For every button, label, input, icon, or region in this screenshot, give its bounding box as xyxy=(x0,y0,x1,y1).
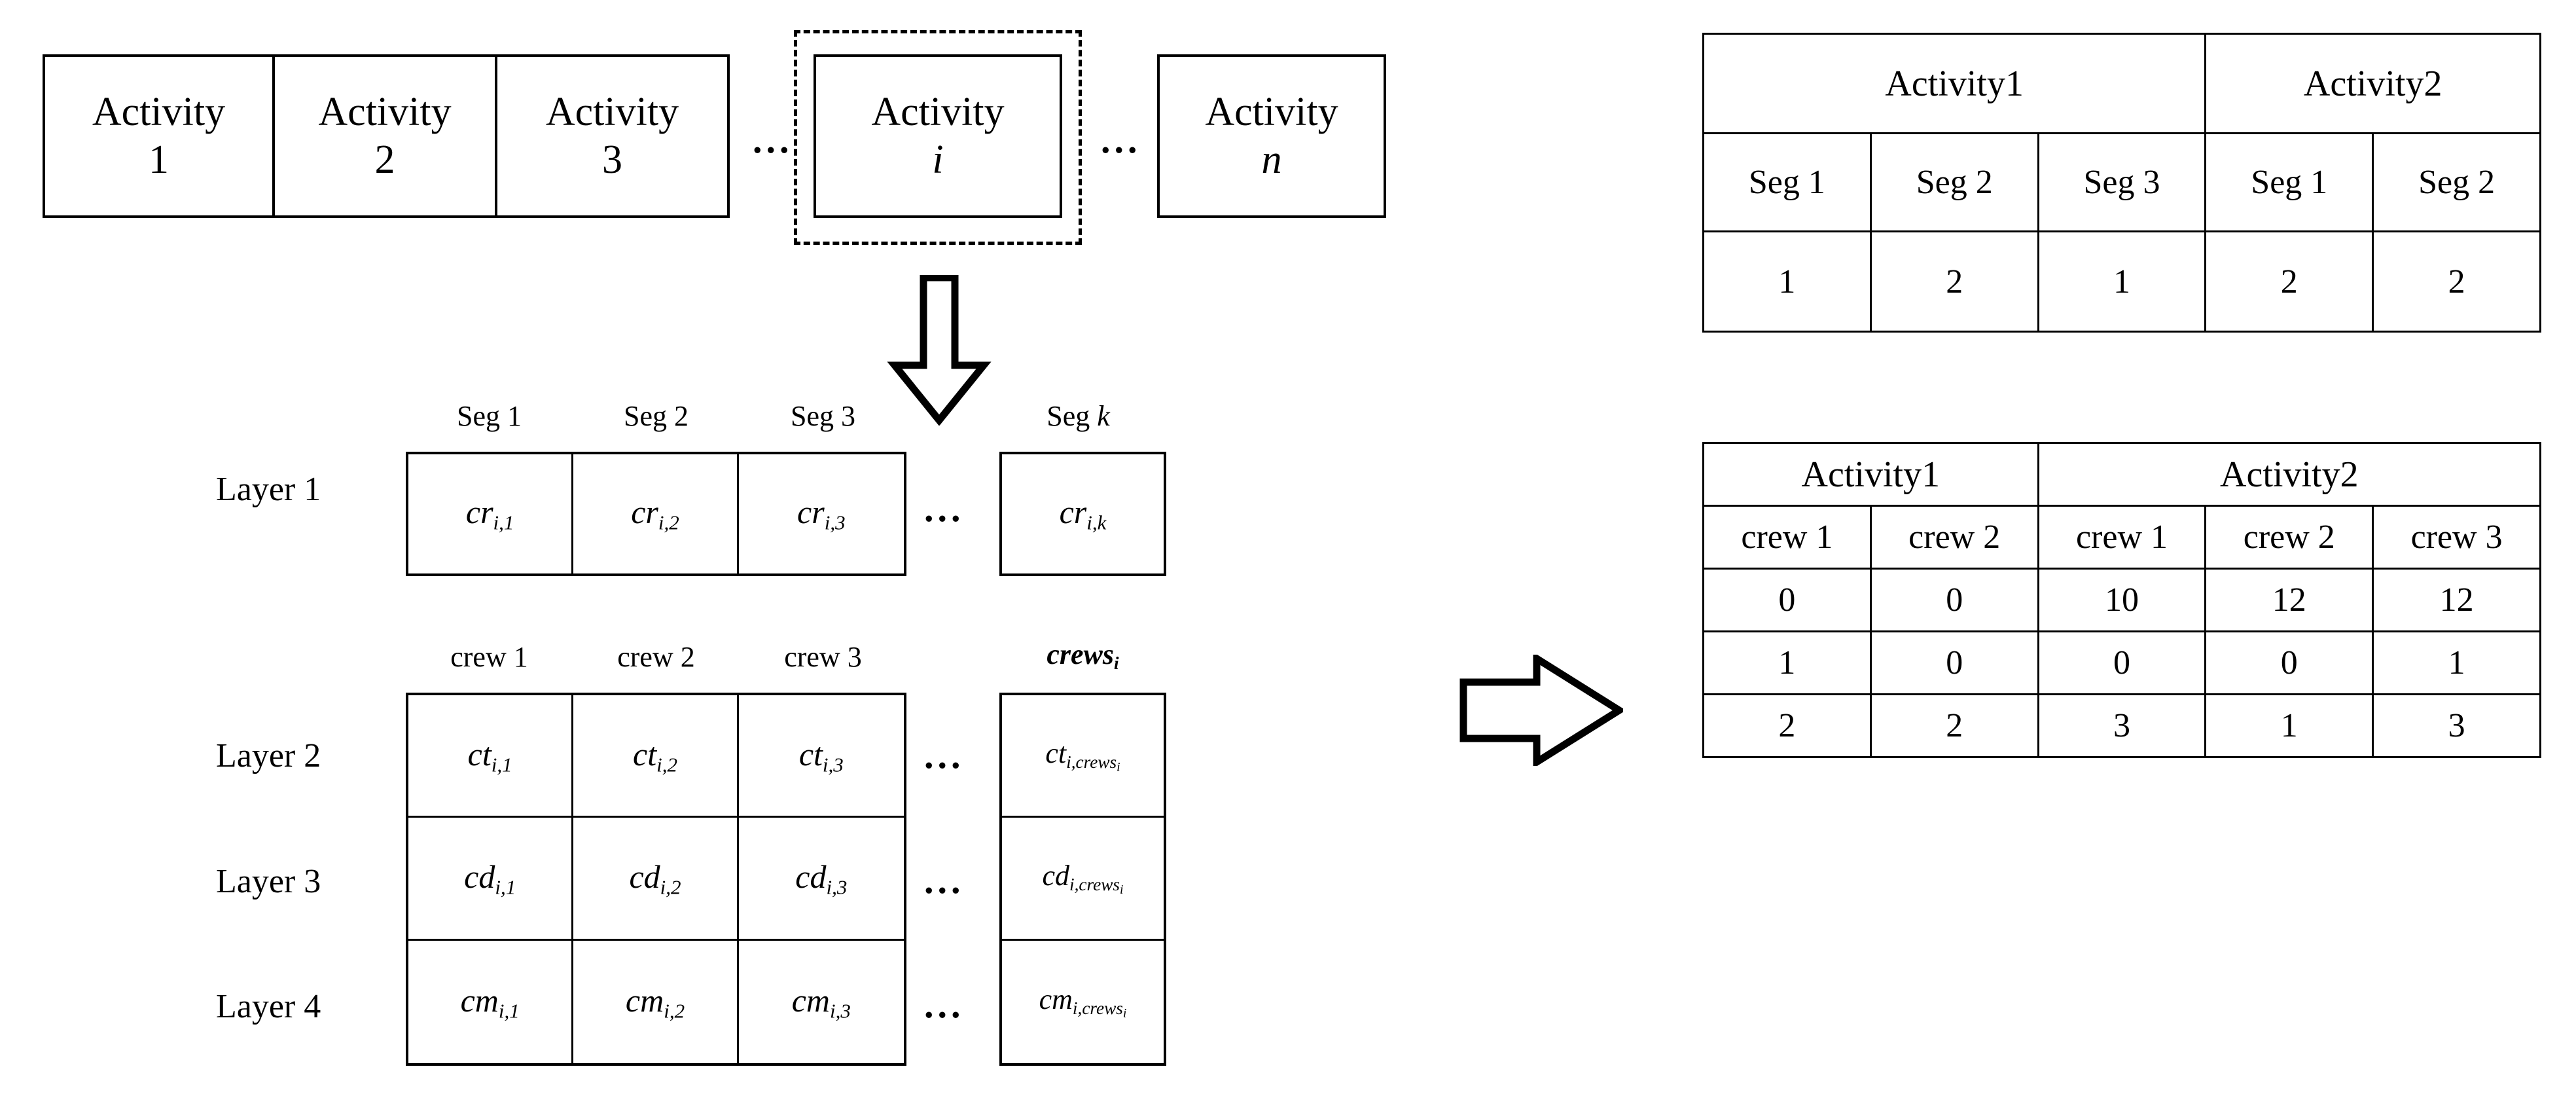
activity-chain-ellipsis-2: ... xyxy=(1101,118,1141,161)
table-bottom-r2-c3: 1 xyxy=(2204,693,2374,758)
activity-box-i: Activity i xyxy=(814,54,1062,218)
table-top: Activity1 Activity2 Seg 1 Seg 2 Seg 3 Se… xyxy=(1702,33,2541,333)
activity-box-n-text: Activity n xyxy=(1205,89,1338,182)
layer2-cell-3: cti,3 xyxy=(738,695,904,818)
activity-box-3-text: Activity 3 xyxy=(545,89,679,182)
activity-box-2: Activity 2 xyxy=(275,54,497,218)
activity-box-n: Activity n xyxy=(1157,54,1386,218)
table-bottom-group-activity1: Activity1 xyxy=(1702,442,2039,507)
layer1-label: Layer 1 xyxy=(216,471,321,508)
activity-chain-ellipsis-1: ... xyxy=(753,118,793,161)
layer2-cell-2: cti,2 xyxy=(573,695,739,818)
down-arrow xyxy=(887,274,992,426)
layer3-cell-3: cdi,3 xyxy=(738,818,904,941)
table-row: 2 2 3 1 3 xyxy=(1702,693,2541,758)
table-bottom-r1-c4: 1 xyxy=(2372,630,2541,695)
table-bottom-r1-c0: 1 xyxy=(1702,630,1872,695)
table-top-col-3: Seg 1 xyxy=(2204,132,2374,232)
table-bottom-col-4: crew 3 xyxy=(2372,505,2541,570)
layer1-cell-3: cri,3 xyxy=(797,494,846,534)
layer2-ellipsis: ... xyxy=(924,734,965,776)
layer1-ellipsis: ... xyxy=(924,487,965,530)
table-bottom-r0-c2: 10 xyxy=(2037,568,2207,632)
table-bottom-r0-c1: 0 xyxy=(1869,568,2039,632)
table-top-group-row: Activity1 Activity2 xyxy=(1702,33,2541,134)
table-row: 1 0 0 0 1 xyxy=(1702,630,2541,695)
table-bottom-r0-c0: 0 xyxy=(1702,568,1872,632)
layer234-grid-last: cti,crewsi cdi,crewsi cmi,crewsi xyxy=(999,693,1166,1066)
table-top-value-row: 1 2 1 2 2 xyxy=(1702,230,2541,333)
down-arrow-icon xyxy=(887,274,992,426)
layer234-header-crew2: crew 2 xyxy=(617,641,695,673)
table-top-col-1: Seg 2 xyxy=(1869,132,2039,232)
table-top-col-0: Seg 1 xyxy=(1702,132,1872,232)
layer3-cell-1: cdi,1 xyxy=(408,818,574,941)
table-bottom-r1-c1: 0 xyxy=(1869,630,2039,695)
right-arrow xyxy=(1459,652,1626,769)
table-top-value-1: 2 xyxy=(1869,230,2039,333)
table-bottom-r1-c2: 0 xyxy=(2037,630,2207,695)
table-bottom-col-2: crew 1 xyxy=(2037,505,2207,570)
layer1-header-segk: Seg k xyxy=(1046,400,1110,432)
layer4-cell-1: cmi,1 xyxy=(408,940,574,1063)
table-bottom-r2-c2: 3 xyxy=(2037,693,2207,758)
layer234-header-crewsi: crewsi xyxy=(1046,638,1119,674)
right-arrow-icon xyxy=(1459,652,1626,769)
layer3-ellipsis: ... xyxy=(924,859,965,901)
table-top-value-0: 1 xyxy=(1702,230,1872,333)
layer1-cell-k: cri,k xyxy=(1059,494,1107,534)
layer1-cell-2: cri,2 xyxy=(573,454,739,573)
table-top-value-4: 2 xyxy=(2372,230,2541,333)
layer1-cell-1: cri,1 xyxy=(408,454,574,573)
table-top-col-2: Seg 3 xyxy=(2037,132,2207,232)
table-bottom-r0-c4: 12 xyxy=(2372,568,2541,632)
table-bottom-group-activity2: Activity2 xyxy=(2037,442,2542,507)
table-bottom: Activity1 Activity2 crew 1 crew 2 crew 1… xyxy=(1702,442,2542,758)
layer4-cell-last: cmi,crewsi xyxy=(1039,983,1127,1021)
table-row: 0 0 10 12 12 xyxy=(1702,568,2541,632)
table-bottom-r2-c1: 2 xyxy=(1869,693,2039,758)
layer1-header-seg1: Seg 1 xyxy=(457,400,522,432)
table-bottom-r1-c3: 0 xyxy=(2204,630,2374,695)
layer1-grid-k: cri,k xyxy=(999,452,1166,576)
layer4-cell-3: cmi,3 xyxy=(791,981,851,1022)
table-top-group-activity2: Activity2 xyxy=(2204,33,2541,134)
table-bottom-col-1: crew 2 xyxy=(1869,505,2039,570)
layer2-cell-last: cti,crewsi xyxy=(1002,695,1164,818)
layer4-ellipsis: ... xyxy=(924,983,965,1026)
layer234-header-crew3: crew 3 xyxy=(784,641,862,673)
table-top-col-4: Seg 2 xyxy=(2372,132,2541,232)
table-top-header-row: Seg 1 Seg 2 Seg 3 Seg 1 Seg 2 xyxy=(1702,132,2541,232)
layer1-header-seg2: Seg 2 xyxy=(624,400,689,432)
table-bottom-col-3: crew 2 xyxy=(2204,505,2374,570)
layer3-label: Layer 3 xyxy=(216,863,321,900)
table-top-group-activity1: Activity1 xyxy=(1702,33,2207,134)
activity-box-2-text: Activity 2 xyxy=(318,89,452,182)
activity-box-1-text: Activity 1 xyxy=(92,89,226,182)
layer3-cell-2: cdi,2 xyxy=(573,818,739,941)
table-bottom-col-0: crew 1 xyxy=(1702,505,1872,570)
layer1-grid: cri,1 cri,2 cri,3 xyxy=(406,452,906,576)
table-bottom-group-row: Activity1 Activity2 xyxy=(1702,442,2542,507)
layer234-header-crew1: crew 1 xyxy=(450,641,528,673)
table-bottom-r0-c3: 12 xyxy=(2204,568,2374,632)
activity-box-3: Activity 3 xyxy=(497,54,730,218)
layer2-cell-1: cti,1 xyxy=(408,695,574,818)
table-bottom-r2-c0: 2 xyxy=(1702,693,1872,758)
layer234-grid: cti,1 cti,2 cti,3 cdi,1 cdi,2 cdi,3 cmi,… xyxy=(406,693,906,1066)
activity-box-1: Activity 1 xyxy=(43,54,275,218)
layer4-cell-2: cmi,2 xyxy=(573,940,739,1063)
layer2-label: Layer 2 xyxy=(216,737,321,774)
table-top-value-2: 1 xyxy=(2037,230,2207,333)
layer3-cell-last: cdi,crewsi xyxy=(1002,818,1164,941)
table-bottom-header-row: crew 1 crew 2 crew 1 crew 2 crew 3 xyxy=(1702,505,2541,570)
activity-box-i-text: Activity i xyxy=(871,89,1005,182)
layer4-label: Layer 4 xyxy=(216,988,321,1025)
layer1-header-seg3: Seg 3 xyxy=(791,400,855,432)
table-top-value-3: 2 xyxy=(2204,230,2374,333)
table-bottom-r2-c4: 3 xyxy=(2372,693,2541,758)
